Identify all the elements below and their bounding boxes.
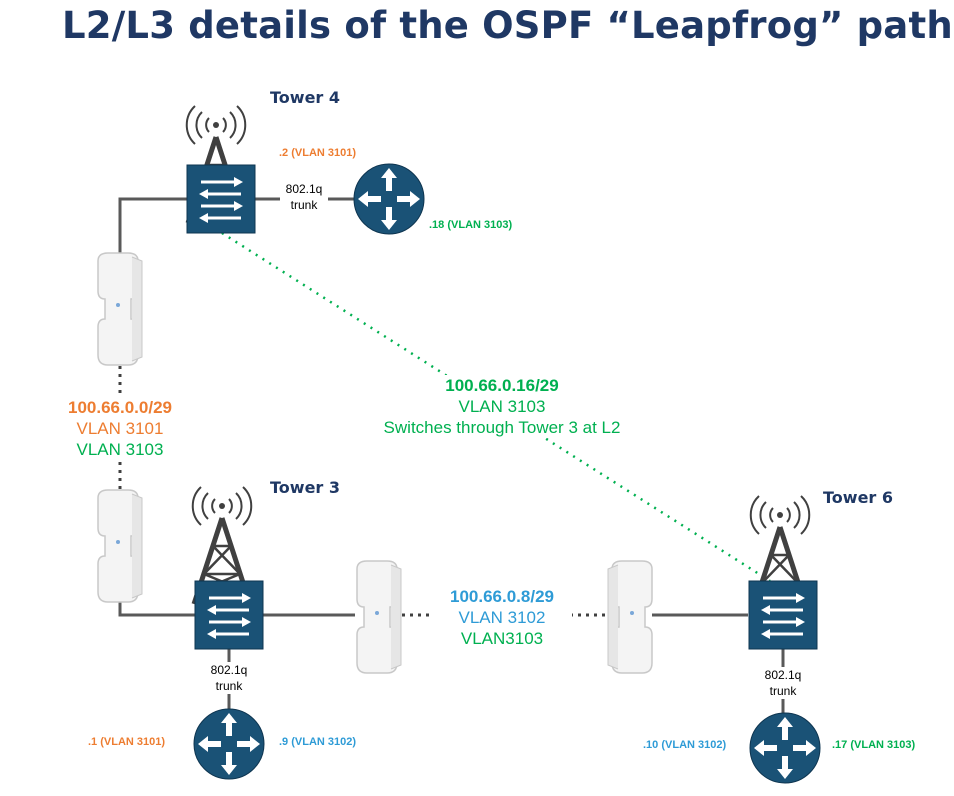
diagonal-link-note: Switches through Tower 3 at L2	[383, 418, 621, 437]
tower4-trunk-line2: trunk	[290, 198, 318, 212]
left-link-info: 100.66.0.0/29 VLAN 3101 VLAN 3103	[50, 397, 190, 460]
tower3-trunk-line2: trunk	[215, 679, 243, 693]
tower6-vlan3103-address: .17 (VLAN 3103)	[832, 739, 916, 751]
page-title: L2/L3 details of the OSPF “Leapfrog” pat…	[62, 4, 953, 47]
tower3-switch-icon	[193, 579, 265, 651]
left-link-subnet: 100.66.0.0/29	[68, 398, 172, 417]
left-link-vlan-a: VLAN 3101	[76, 419, 164, 438]
tower4-vlan3103-address: .18 (VLAN 3103)	[429, 219, 513, 231]
bottom-link-info: 100.66.0.8/29 VLAN 3102 VLAN3103	[432, 586, 572, 649]
tower4-switch-icon	[185, 163, 257, 235]
tower6-router-icon	[749, 712, 821, 784]
diagonal-link-info: 100.66.0.16/29 VLAN 3103 Switches throug…	[362, 375, 642, 438]
bottom-left-dish-icon	[356, 560, 402, 674]
left-upper-dish-icon	[97, 252, 143, 366]
tower3-router-icon	[193, 708, 265, 780]
tower6-trunk-line1: 802.1q	[764, 668, 802, 682]
tower4-trunk-label: 802.1q trunk	[280, 181, 328, 213]
tower4-left-link	[118, 197, 187, 262]
tower3-vlan3102-address: .9 (VLAN 3102)	[279, 736, 357, 748]
left-link-vlan-b: VLAN 3103	[76, 440, 164, 459]
bottom-link-vlan-b: VLAN3103	[460, 629, 544, 648]
tower4-router-icon	[353, 163, 425, 235]
diagonal-link-vlan: VLAN 3103	[458, 397, 546, 416]
tower4-vlan3101-address: .2 (VLAN 3101)	[279, 147, 357, 159]
tower6-trunk-line2: trunk	[769, 684, 797, 698]
diagonal-link-subnet: 100.66.0.16/29	[445, 376, 559, 395]
tower3-trunk-label: 802.1q trunk	[204, 662, 254, 694]
tower3-label: Tower 3	[270, 478, 341, 497]
tower6-vlan3102-address: .10 (VLAN 3102)	[643, 739, 727, 751]
bottom-link-subnet: 100.66.0.8/29	[450, 587, 554, 606]
tower6-label: Tower 6	[823, 488, 894, 507]
bottom-link-vlan-a: VLAN 3102	[458, 608, 546, 627]
tower3-trunk-line1: 802.1q	[210, 663, 248, 677]
tower6-trunk-label: 802.1q trunk	[758, 667, 808, 699]
bottom-right-dish-icon	[607, 560, 653, 674]
tower4-label: Tower 4	[270, 88, 341, 107]
tower3-vlan3101-address: .1 (VLAN 3101)	[88, 736, 166, 748]
tower6-switch-icon	[747, 579, 819, 651]
left-lower-dish-icon	[97, 489, 143, 603]
tower4-trunk-line1: 802.1q	[285, 182, 323, 196]
